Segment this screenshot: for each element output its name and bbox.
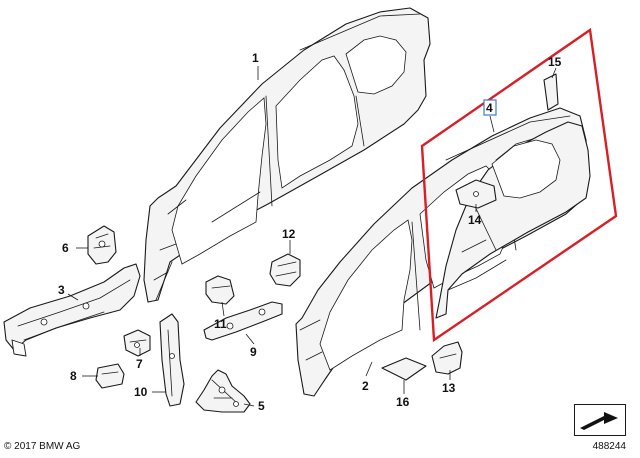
lower-bracket[interactable] — [431, 341, 463, 375]
tail-strip[interactable] — [543, 73, 559, 111]
callout-3[interactable]: 3 — [58, 283, 65, 297]
callout-6[interactable]: 6 — [62, 241, 69, 255]
callout-8[interactable]: 8 — [70, 369, 77, 383]
small-bracket[interactable] — [123, 329, 151, 357]
callout-9[interactable]: 9 — [250, 345, 257, 359]
callout-16[interactable]: 16 — [396, 395, 410, 409]
callout-4-box[interactable]: 4 — [483, 99, 497, 116]
joint-bracket[interactable] — [205, 275, 235, 305]
upper-bracket[interactable] — [269, 253, 301, 287]
copyright-text: © 2017 BMW AG — [4, 441, 81, 452]
callout-12[interactable]: 12 — [282, 227, 296, 241]
floor-patch[interactable] — [381, 357, 427, 381]
callout-5[interactable]: 5 — [258, 399, 265, 413]
gusset-plate[interactable] — [203, 301, 283, 341]
callout-7[interactable]: 7 — [136, 357, 143, 371]
front-side-member[interactable] — [3, 263, 141, 357]
diagram-reference-number: 488244 — [592, 441, 626, 452]
leader-lines — [67, 66, 557, 407]
callout-14[interactable]: 14 — [468, 213, 482, 227]
side-frame-rear-section[interactable] — [435, 121, 591, 319]
mount-plate[interactable] — [95, 363, 125, 389]
highlight-frame — [420, 27, 618, 343]
reinforcement-plate[interactable] — [455, 179, 497, 209]
side-frame-complete[interactable] — [143, 7, 431, 303]
callout-15[interactable]: 15 — [548, 55, 562, 69]
callout-1[interactable]: 1 — [252, 51, 259, 65]
vertical-bracket[interactable] — [159, 313, 185, 407]
callout-10[interactable]: 10 — [134, 385, 148, 399]
callout-4[interactable]: 4 — [486, 101, 493, 115]
callout-11[interactable]: 11 — [214, 317, 227, 331]
callout-2[interactable]: 2 — [362, 379, 369, 393]
callout-13[interactable]: 13 — [442, 381, 456, 395]
pillar-bracket[interactable] — [195, 369, 251, 413]
mounting-bracket[interactable] — [87, 225, 117, 265]
arrow-to-vehicle-icon[interactable] — [574, 404, 626, 436]
